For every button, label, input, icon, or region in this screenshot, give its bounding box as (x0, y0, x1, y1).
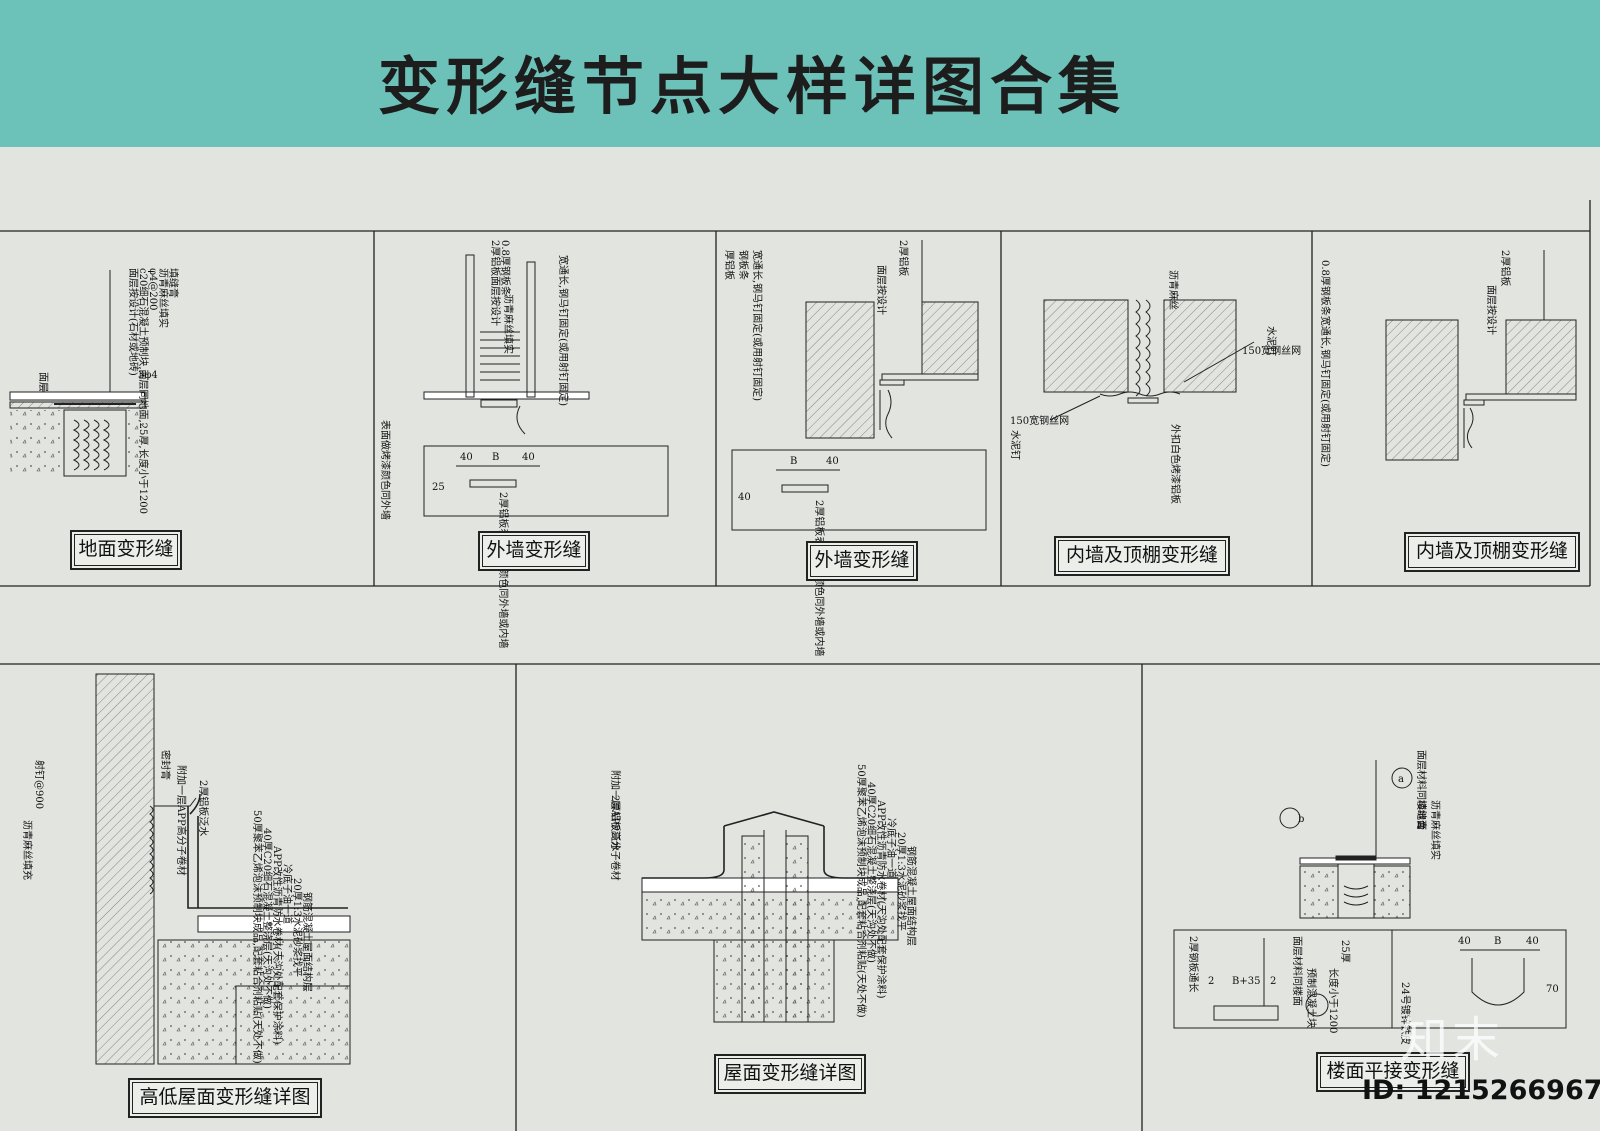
r-layer: APP改性沥青防水卷材(天沟处配套保护涂料) (875, 799, 888, 999)
i1-b-label: 外扣白色烤漆铝板 (1169, 424, 1182, 504)
w2-top-label: 面层按设计 (875, 265, 888, 315)
roof-drawing (641, 811, 899, 1023)
caption-wall1: 外墙变形缝 (478, 531, 590, 571)
g-layer-label: c20细石混凝土预制块,面层同地面,25厚,长度小于1200 (137, 268, 150, 514)
f-right-label: 填缝膏 (1415, 800, 1428, 830)
i1-l-label: 水泥钉 (1009, 430, 1022, 460)
w1-bottom-label: 表面做烤漆颜色同外墙 (379, 420, 392, 520)
h-layer: 冷底子油一道 (281, 864, 294, 924)
w2-top-label: 厚铝板 (723, 250, 736, 280)
f-right-label: 面层材料同楼地面 (1415, 750, 1428, 830)
f-70-label: 70 (1546, 984, 1559, 995)
floor-labels: 面层材料同楼地面 填缝膏 沥青麻丝填实 b a 2厚钢板通长 面层材料同楼面 长… (1187, 750, 1559, 1045)
roof-labels: 附加一层APP高分子卷材 2厚铝板泛水 50厚聚苯乙烯泡沫预制块成品,配套粘合剂… (609, 764, 918, 1018)
w1-side-label: 宽通长,钢马钉固定(或用射钉固定) (557, 255, 570, 406)
i2-top-label: 2厚铝板 (1499, 250, 1512, 286)
caption-wall2: 外墙变形缝 (806, 541, 918, 581)
i1-r-label: 150宽钢丝网 (1242, 344, 1301, 357)
w1-dim: B (492, 452, 499, 463)
w1-25: 25 (432, 482, 445, 493)
r-layer: 50厚聚苯乙烯泡沫预制块成品,配套粘合剂粘贴(天处不做) (855, 764, 868, 1018)
highlow-labels: 射钉@900 沥青麻丝填充 密封膏 附加一层APP高分子卷材 2厚铝板泛水 50… (21, 750, 314, 1064)
w2-top-label: 宽通长,钢马钉固定(或用射钉固定) (751, 250, 764, 401)
h-top-label: 密封膏 (159, 750, 172, 780)
g-layer-label: 填缝膏 (167, 268, 180, 298)
highlow-drawing (95, 673, 351, 1065)
f-2-label: 2 (1270, 976, 1276, 987)
w1-mid-label: 沥青麻丝填实 (502, 294, 515, 354)
g-3o4-label: 3φ4 (138, 370, 158, 381)
caption-ground: 地面变形缝 (70, 530, 182, 570)
caption-inner2: 内墙及顶棚变形缝 (1404, 532, 1580, 572)
page-title: 变形缝节点大样详图合集 (378, 50, 1127, 123)
h-layer: 20厚1:3水泥砂浆找平 (291, 878, 304, 977)
i2-top-label: 0.8厚钢板条宽通长,钢马钉固定(或用射钉固定) (1319, 260, 1332, 467)
i2-top-label: 面层按设计 (1485, 285, 1498, 335)
w2-40: 40 (738, 492, 751, 503)
h-left-label: 沥青麻丝填充 (21, 820, 34, 880)
w2-top-label: 2厚铝板 (897, 240, 910, 276)
f-box1-label: 长度小于1200 (1327, 968, 1340, 1033)
wall1-drawing (423, 254, 669, 517)
w1-top-label: 0.8厚钢板条 (499, 240, 512, 296)
f-b-marker: b (1298, 814, 1304, 825)
r-left-label: 附加一层APP高分子卷材 (609, 770, 622, 881)
g-layer-label: 沥青麻丝填实 (157, 268, 170, 328)
f-2-label: 2 (1208, 976, 1214, 987)
i1-r-label: 水泥钉 (1265, 326, 1278, 356)
caption-inner1: 内墙及顶棚变形缝 (1054, 536, 1230, 576)
inner2-labels: 0.8厚钢板条宽通长,钢马钉固定(或用射钉固定) 2厚铝板 面层按设计 (1319, 250, 1512, 467)
g-face-label: 面层 (37, 372, 49, 392)
w1-dim: 40 (460, 452, 473, 463)
h-layer: APP改性沥青防水卷材(天沟处配套保护涂料) (271, 845, 284, 1045)
f-right-label: 沥青麻丝填实 (1429, 800, 1442, 860)
image-id: ID: 1215266967 (1362, 1075, 1600, 1106)
f-box1-label: 25厚 (1339, 940, 1351, 963)
i1-l-label: 150宽钢丝网 (1010, 414, 1069, 427)
h-top-label: 2厚铝板泛水 (197, 780, 210, 836)
f-b35-label: B+35 (1232, 976, 1260, 987)
header-banner (0, 0, 1600, 147)
caption-floor: 楼面平接变形缝 (1316, 1052, 1470, 1092)
w2-dim: B (790, 456, 797, 467)
f-dim: 40 (1526, 936, 1539, 947)
r-left-label: 2厚铝板泛水 (609, 795, 622, 851)
f-a-marker: a (1398, 774, 1404, 785)
f-box1-label: 面层材料同楼面 (1291, 936, 1304, 1006)
r-layer: 钢筋混凝土屋面结构层 (905, 846, 918, 946)
h-top-label: 附加一层APP高分子卷材 (175, 765, 188, 876)
f-box1-label: 预制混凝土块 (1305, 968, 1318, 1028)
caption-roof: 屋面变形缝详图 (714, 1054, 866, 1094)
ground-joint-drawing (9, 270, 146, 477)
brand-logo: 知末 (1400, 1012, 1505, 1068)
h-layer: 40厚C20细石混凝土整浇层(天沟处不做) (261, 828, 274, 1009)
f-box1-label: 2厚钢板通长 (1187, 936, 1200, 992)
inner1-labels: 沥青麻丝 水泥钉 150宽钢丝网 150宽钢丝网 水泥钉 外扣白色烤漆铝板 (1009, 270, 1301, 504)
r-layer: 20厚1:3水泥砂浆找平 (895, 832, 908, 931)
w1-mid-label: 面层按设计 (489, 276, 502, 326)
w2-dim: 40 (826, 456, 839, 467)
i1-top-label: 沥青麻丝 (1167, 270, 1180, 310)
wall2-drawing (731, 240, 987, 531)
inner1-drawing (1043, 299, 1255, 421)
caption-highlow: 高低屋面变形缝详图 (128, 1078, 322, 1118)
h-layer: 钢筋混凝土屋面结构层 (301, 892, 314, 992)
h-left-label: 射钉@900 (33, 760, 45, 809)
w1-dim: 40 (522, 452, 535, 463)
ground-joint-labels: 面层按设计(石材或地砖) c20细石混凝土预制块,面层同地面,25厚,长度小于1… (37, 268, 180, 514)
floor-drawing (1173, 760, 1567, 1029)
r-layer: 40厚C20细石混凝土整浇层(天沟处不做) (865, 782, 878, 963)
g-layer-label: 面层按设计(石材或地砖) (127, 268, 140, 376)
h-layer: 50厚聚苯乙烯泡沫预制块成品,配套粘合剂粘贴(天处不做) (251, 810, 264, 1064)
r-layer: 冷底子油一道 (885, 818, 898, 878)
f-dim: 40 (1458, 936, 1471, 947)
f-dim: B (1494, 936, 1501, 947)
f-24-label: 24号镀锌铁皮 (1399, 982, 1412, 1045)
inner2-drawing (1385, 250, 1577, 461)
w2-top-label: 钢板条 (737, 250, 750, 280)
g-layer-label: φ4@200 (147, 268, 158, 310)
w1-top-label: 2厚铝板 (489, 240, 502, 276)
frame-lines (0, 200, 1600, 1131)
